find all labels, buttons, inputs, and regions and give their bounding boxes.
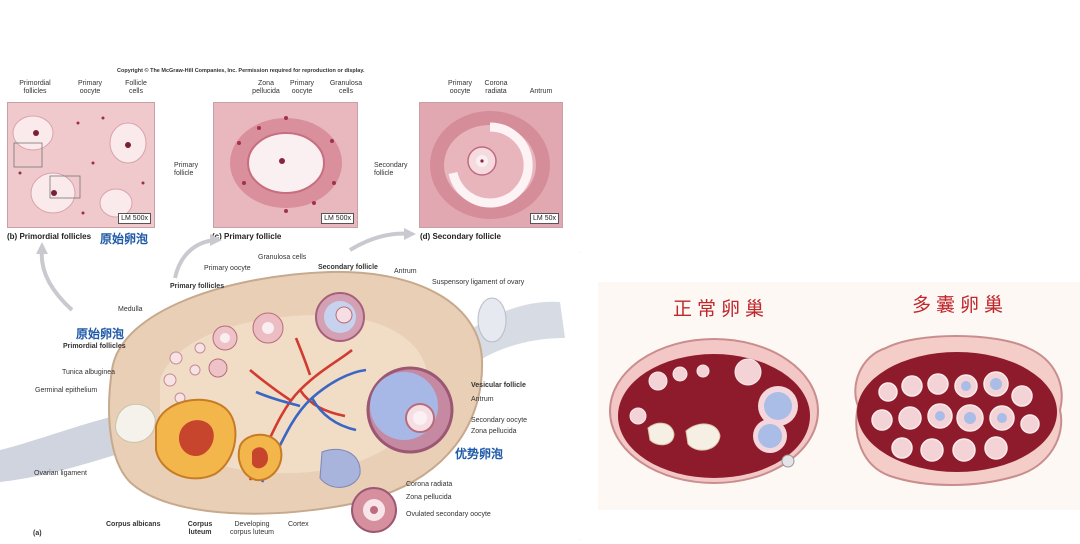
caption-panel-c: (c) Primary follicle bbox=[212, 232, 282, 241]
caption-panel-b-cn: 原始卵泡 bbox=[100, 232, 149, 246]
ovary-diagram bbox=[0, 228, 580, 540]
label-primordial-cn: 原始卵泡 bbox=[76, 327, 125, 341]
label-corpus-albicans: Corpus albicans bbox=[106, 521, 161, 528]
label-primary-follicle-c: Primary follicle bbox=[174, 162, 199, 177]
label-vesicular-follicle: Vesicular follicle bbox=[471, 382, 526, 389]
label-granulosa-cells-c: Granulosa cells bbox=[329, 80, 363, 95]
label-follicle-cells: Follicle cells bbox=[125, 80, 147, 95]
label-primary-oocyte: Primary oocyte bbox=[204, 265, 251, 272]
panel-a-tag: (a) bbox=[33, 530, 42, 537]
label-primordial-follicles: Primordial follicles bbox=[63, 343, 126, 350]
label-primary-oocyte-b: Primary oocyte bbox=[77, 80, 103, 95]
caption-panel-b: (b) Primordial follicles bbox=[7, 232, 92, 241]
normal-ovary-illustration bbox=[609, 338, 819, 484]
label-germinal-epithelium: Germinal epithelium bbox=[35, 387, 98, 394]
label-ovarian-ligament: Ovarian ligament bbox=[34, 470, 87, 477]
label-zona-pellucida-right: Zona pellucida bbox=[471, 428, 517, 435]
label-corpus-luteum: Corpus luteum bbox=[187, 521, 213, 536]
micrograph-primordial-follicles: LM 500x bbox=[7, 102, 155, 228]
scale-label: LM 500x bbox=[118, 213, 151, 224]
label-secondary-follicle: Secondary follicle bbox=[318, 264, 378, 271]
label-suspensory-ligament: Suspensory ligament of ovary bbox=[432, 279, 525, 286]
label-primary-oocyte-d: Primary oocyte bbox=[447, 80, 473, 95]
label-tunica-albuginea: Tunica albuginea bbox=[62, 369, 116, 376]
pcos-ovary-title: 多囊卵巢 bbox=[912, 294, 1009, 316]
label-granulosa-cells: Granulosa cells bbox=[258, 254, 307, 261]
label-corona-radiata: Corona radiata bbox=[406, 481, 453, 488]
label-primary-oocyte-c: Primary oocyte bbox=[289, 80, 315, 95]
label-corona-radiata-d: Corona radiata bbox=[484, 80, 508, 95]
label-antrum-right: Antrum bbox=[471, 396, 494, 403]
label-dominant-follicle-cn: 优势卵泡 bbox=[455, 447, 504, 461]
scale-label: LM 50x bbox=[530, 213, 559, 224]
scale-label: LM 500x bbox=[321, 213, 354, 224]
label-medulla: Medulla bbox=[118, 306, 143, 313]
normal-ovary-title: 正常卵巢 bbox=[673, 298, 770, 320]
label-zona-pellucida-bottom: Zona pellucida bbox=[406, 494, 452, 501]
copyright-notice: Copyright © The McGraw-Hill Companies, I… bbox=[117, 68, 365, 74]
label-primary-follicles: Primary follicles bbox=[170, 283, 225, 290]
label-primordial-follicles: Primordial follicles bbox=[19, 80, 51, 95]
micrograph-primary-follicle: LM 500x bbox=[213, 102, 358, 228]
label-zona-pellucida-c: Zona pellucida bbox=[252, 80, 280, 95]
label-cortex: Cortex bbox=[288, 521, 309, 528]
caption-panel-d: (d) Secondary follicle bbox=[420, 232, 501, 241]
label-secondary-oocyte: Secondary oocyte bbox=[471, 417, 528, 424]
label-antrum-top: Antrum bbox=[394, 268, 417, 275]
label-antrum-d: Antrum bbox=[529, 88, 553, 95]
pcos-ovary-illustration bbox=[854, 335, 1063, 486]
label-secondary-follicle-d: Secondary follicle bbox=[374, 162, 408, 177]
label-developing-corpus-luteum: Developing corpus luteum bbox=[230, 521, 274, 536]
micrograph-secondary-follicle: LM 50x bbox=[419, 102, 563, 228]
label-ovulated-oocyte: Ovulated secondary oocyte bbox=[406, 511, 491, 518]
